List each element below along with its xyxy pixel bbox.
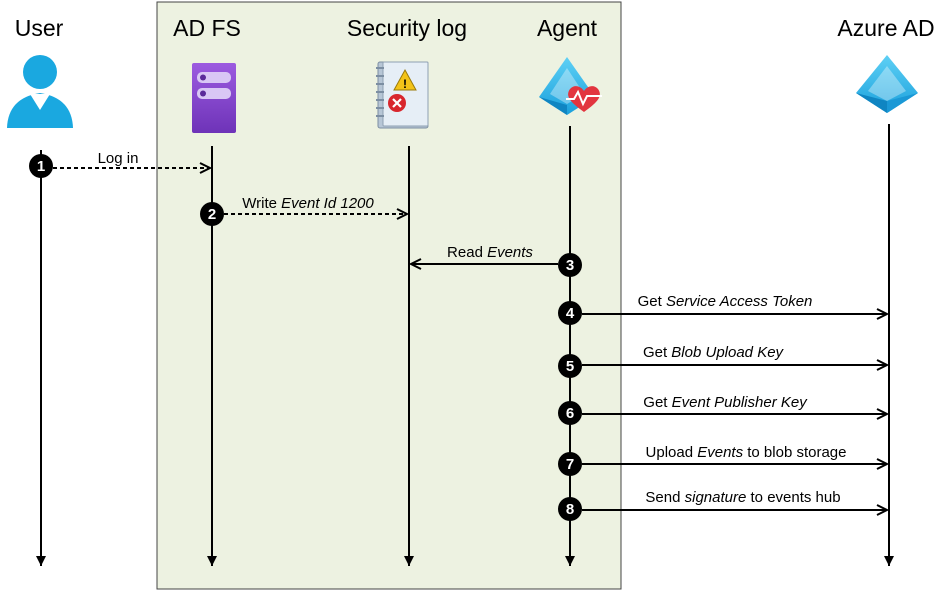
azure-ad-icon (856, 55, 918, 113)
participant-title-user: User (15, 15, 64, 41)
step-2-message: 2 Write Event Id 1200 (200, 195, 407, 226)
step-badge (558, 354, 582, 378)
step-badge (558, 497, 582, 521)
participant-title-agent: Agent (537, 15, 598, 41)
message-label: Get Blob Upload Key (643, 344, 785, 361)
message-label: Write Event Id 1200 (242, 195, 374, 212)
participant-title-azure-ad: Azure AD (837, 15, 934, 41)
agent-health-icon (539, 57, 602, 115)
step-badge (558, 401, 582, 425)
step-number: 4 (566, 305, 575, 322)
message-label: Read Events (447, 244, 533, 261)
step-badge (29, 154, 53, 178)
message-label: Upload Events to blob storage (646, 444, 847, 461)
step-number: 7 (566, 456, 574, 473)
step-badge (200, 202, 224, 226)
step-7-message: 7 Upload Events to blob storage (558, 444, 887, 476)
message-label: Send signature to events hub (645, 489, 840, 506)
step-number: 1 (37, 158, 45, 175)
step-3-message: 3 Read Events (411, 244, 582, 277)
step-number: 5 (566, 358, 574, 375)
step-number: 2 (208, 206, 216, 223)
participant-title-adfs: AD FS (173, 15, 241, 41)
step-number: 3 (566, 257, 574, 274)
message-label: Get Event Publisher Key (643, 394, 808, 411)
step-1-message: 1 Log in (29, 150, 210, 178)
server-icon (192, 63, 236, 133)
participant-title-security-log: Security log (347, 15, 467, 41)
step-number: 6 (566, 405, 574, 422)
svg-text:!: ! (403, 77, 407, 91)
step-6-message: 6 Get Event Publisher Key (558, 394, 887, 425)
step-number: 8 (566, 501, 574, 518)
log-book-icon: ! (376, 61, 429, 129)
step-badge (558, 452, 582, 476)
step-badge (558, 301, 582, 325)
message-label: Log in (98, 150, 139, 167)
step-badge (558, 253, 582, 277)
user-icon (7, 55, 73, 128)
step-8-message: 8 Send signature to events hub (558, 489, 887, 521)
message-label: Get Service Access Token (638, 293, 813, 310)
step-4-message: 4 Get Service Access Token (558, 293, 887, 325)
step-5-message: 5 Get Blob Upload Key (558, 344, 887, 378)
